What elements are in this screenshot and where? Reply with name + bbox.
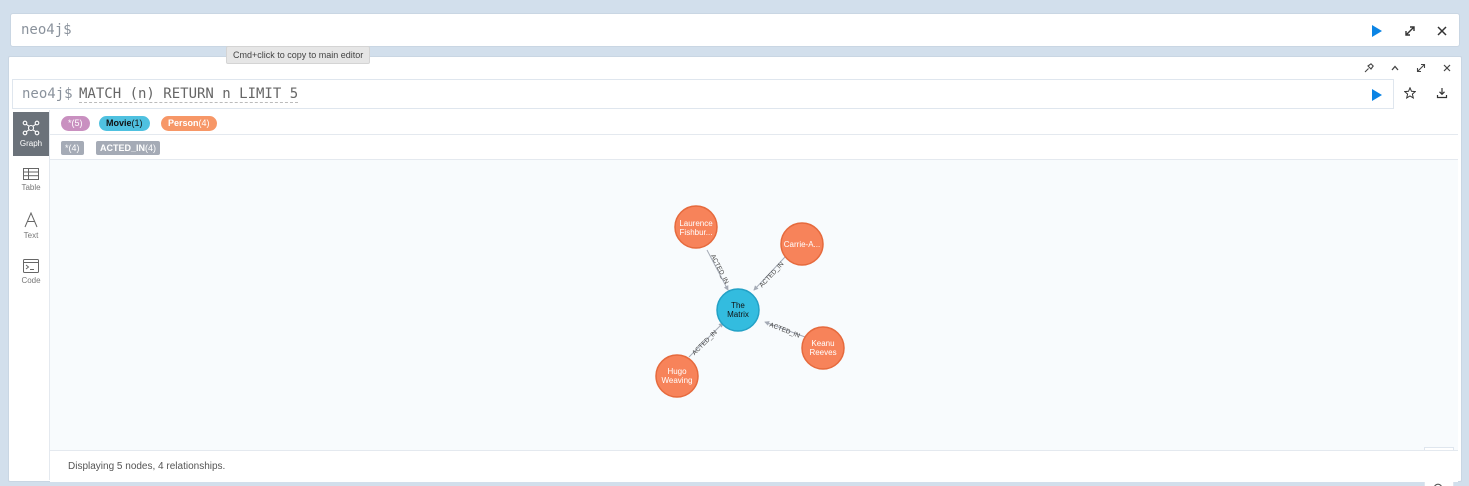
text-icon [24,212,38,228]
frame-query-text[interactable]: MATCH (n) RETURN n LIMIT 5 [79,86,299,103]
node-laurence-line1: Laurence [679,219,713,228]
expand-icon [1405,26,1415,36]
node-carrie-anne-moss[interactable]: Carrie-A... [780,222,824,266]
node-hugo-weaving[interactable]: Hugo Weaving [655,354,699,398]
zoom-out-button[interactable] [1432,482,1446,486]
node-keanu-reeves[interactable]: Keanu Reeves [801,326,845,370]
graph-canvas[interactable]: ACTED_IN ACTED_IN ACTED_IN ACTED_IN The … [50,160,1458,450]
expand-icon [1416,63,1426,73]
status-bar: Displaying 5 nodes, 4 relationships. [50,450,1458,482]
frame-run-button[interactable] [1368,87,1384,103]
node-hugo-line1: Hugo [667,367,687,376]
node-keanu-line1: Keanu [811,339,834,348]
zoom-out-icon [1433,483,1443,486]
result-view-sidebar: Graph Table Text Code [12,110,50,480]
collapse-button[interactable] [1387,60,1403,76]
node-carrie-line1: Carrie-A... [784,240,820,249]
graph-icon [22,120,40,136]
view-text-label: Text [23,231,39,240]
node-laurence-line2: Fishbur... [680,228,713,237]
legend-all-rel-label: * [65,143,69,153]
view-code-button[interactable]: Code [13,250,49,294]
pin-button[interactable] [1361,60,1377,76]
legend-person[interactable]: Person(4) [161,116,217,131]
view-table-label: Table [21,183,41,192]
rel-label-carrie: ACTED_IN [758,261,785,290]
graph-view[interactable]: *(5) Movie(1) Person(4) *(4) ACTED_IN(4) [50,110,1458,486]
node-the-matrix[interactable]: The Matrix [716,288,760,332]
table-icon [23,168,39,180]
legend-person-count: (4) [198,118,210,128]
view-code-label: Code [21,276,41,285]
status-text: Displaying 5 nodes, 4 relationships. [68,461,226,472]
star-icon [1404,87,1416,99]
close-icon [1437,26,1447,36]
relationship-hugo-matrix[interactable] [688,322,724,358]
close-icon [1443,64,1451,72]
chevron-up-icon [1391,65,1399,71]
legend-movie-label: Movie [106,118,132,128]
download-button[interactable] [1433,84,1451,102]
legend-movie[interactable]: Movie(1) [99,116,150,131]
frame-toolbar [1361,60,1455,76]
node-the-matrix-line2: Matrix [727,310,749,319]
legend-acted-in-label: ACTED_IN [100,143,146,153]
node-the-matrix-line1: The [731,301,745,310]
main-editor[interactable]: neo4j$ [10,13,1460,47]
frame-fullscreen-button[interactable] [1413,60,1429,76]
node-hugo-line2: Weaving [662,376,693,385]
view-text-button[interactable]: Text [13,204,49,248]
view-graph-button[interactable]: Graph [13,112,49,156]
legend-all-relationships[interactable]: *(4) [61,141,84,155]
result-frame: neo4j$ MATCH (n) RETURN n LIMIT 5 Graph … [8,56,1462,486]
legend-person-label: Person [168,118,199,128]
rel-label-hugo: ACTED_IN [691,329,719,357]
run-button[interactable] [1368,22,1386,40]
play-icon [1372,25,1382,37]
copy-tooltip: Cmd+click to copy to main editor [226,46,371,64]
frame-close-button[interactable] [1439,60,1455,76]
relationship-laurence-matrix[interactable] [706,249,729,291]
relationship-keanu-matrix[interactable] [764,321,806,338]
legend-all-rel-count: (4) [68,143,80,153]
legend-all-nodes-count: (5) [71,118,83,128]
relationship-carrie-matrix[interactable] [753,256,786,291]
play-icon [1371,89,1382,101]
rel-label-keanu: ACTED_IN [768,322,801,340]
legend-acted-in[interactable]: ACTED_IN(4) [96,141,161,155]
legend-all-nodes-label: * [68,118,72,128]
close-editor-button[interactable] [1433,22,1451,40]
legend-all-nodes[interactable]: *(5) [61,116,90,131]
fullscreen-button[interactable] [1401,22,1419,40]
pin-icon [1364,63,1374,73]
rel-label-laurence: ACTED_IN [709,253,730,285]
legend-acted-in-count: (4) [145,143,157,153]
favorite-button[interactable] [1401,84,1419,102]
relationship-types-legend: *(4) ACTED_IN(4) [50,135,1458,160]
node-labels-legend: *(5) Movie(1) Person(4) [50,110,1458,135]
frame-editor[interactable]: neo4j$ MATCH (n) RETURN n LIMIT 5 [12,79,1394,109]
download-icon [1436,88,1448,99]
view-graph-label: Graph [19,139,43,148]
legend-movie-count: (1) [131,118,143,128]
node-laurence-fishburne[interactable]: Laurence Fishbur... [674,205,718,249]
view-table-button[interactable]: Table [13,158,49,202]
main-editor-prompt: neo4j$ [21,22,72,38]
node-keanu-line2: Reeves [809,348,836,357]
code-icon [23,259,39,273]
frame-editor-prompt: neo4j$ [22,86,73,102]
